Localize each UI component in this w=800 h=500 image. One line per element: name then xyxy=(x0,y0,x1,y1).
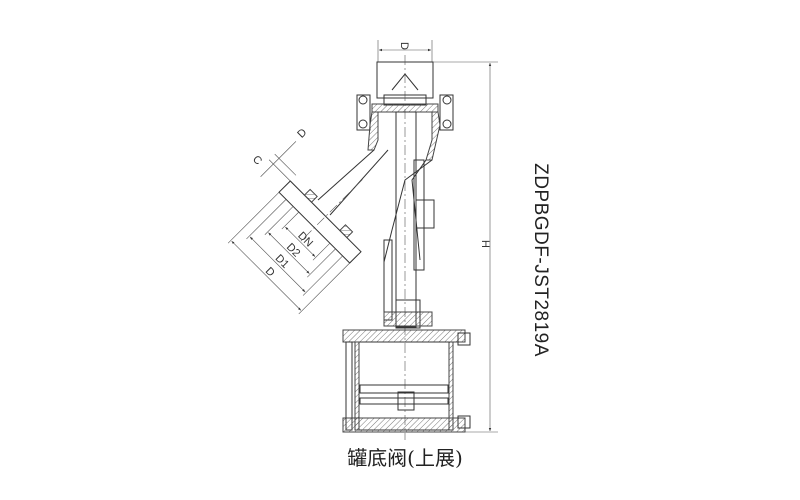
valve-body xyxy=(317,111,441,329)
top-width-label: D xyxy=(398,42,410,50)
top-width-dimension: D xyxy=(377,40,433,62)
drawing-caption: 罐底阀(上展) xyxy=(347,446,463,470)
height-label: H xyxy=(479,240,491,248)
actuator-cylinder xyxy=(342,329,471,433)
model-code: ZDPBGDF-JST2819A xyxy=(530,163,551,357)
d-label: D xyxy=(263,265,277,279)
branch-c-label: C xyxy=(250,153,264,167)
branch-flange: D C DN D2 D1 D xyxy=(227,127,363,315)
top-pipe xyxy=(356,55,454,440)
branch-thickness-label: D xyxy=(295,127,309,141)
height-dimension: H xyxy=(433,61,498,433)
